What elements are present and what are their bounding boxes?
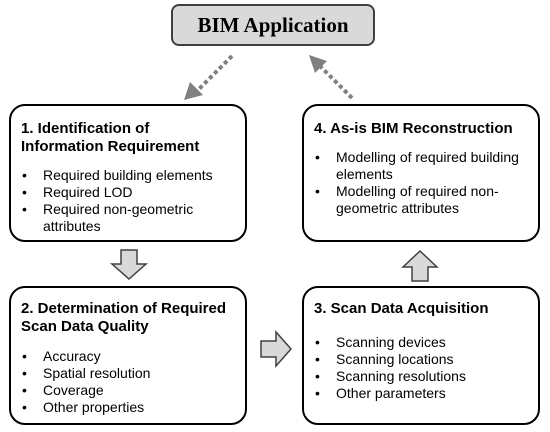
list-item: Coverage [21,382,235,399]
step-1-box: 1. Identification of Information Require… [9,104,247,242]
step-1-list: Required building elements Required LOD … [21,167,235,235]
list-item: Required building elements [21,167,235,184]
block-arrow-right [260,330,293,368]
step-4-list: Modelling of required building elements … [314,149,528,217]
list-item: Scanning devices [314,334,528,351]
step-3-list: Scanning devices Scanning locations Scan… [314,334,528,402]
list-item: Required LOD [21,184,235,201]
step-2-box: 2. Determination of Required Scan Data Q… [9,286,247,425]
list-item: Scanning resolutions [314,368,528,385]
list-item: Modelling of required building elements [314,149,528,183]
block-arrow-down [110,249,148,281]
step-2-title: 2. Determination of Required Scan Data Q… [21,300,227,335]
list-item: Modelling of required non-geometric attr… [314,183,528,217]
step-4-box: 4. As-is BIM Reconstruction Modelling of… [302,104,540,242]
dotted-arrow-up-left [309,55,354,100]
dotted-arrow-down-left [184,54,234,100]
step-1-title: 1. Identification of Information Require… [21,120,200,155]
list-item: Other parameters [314,385,528,402]
list-item: Spatial resolution [21,365,235,382]
step-3-title: 3. Scan Data Acquisition [314,300,489,317]
block-arrow-up [401,249,439,282]
step-2-list: Accuracy Spatial resolution Coverage Oth… [21,348,235,416]
step-3-box: 3. Scan Data Acquisition Scanning device… [302,286,540,425]
list-item: Accuracy [21,348,235,365]
list-item: Scanning locations [314,351,528,368]
list-item: Other properties [21,399,235,416]
bim-application-title: BIM Application [197,12,349,37]
list-item: Required non-geometric attributes [21,201,235,235]
bim-application-box: BIM Application [171,4,375,46]
step-4-title: 4. As-is BIM Reconstruction [314,120,513,137]
